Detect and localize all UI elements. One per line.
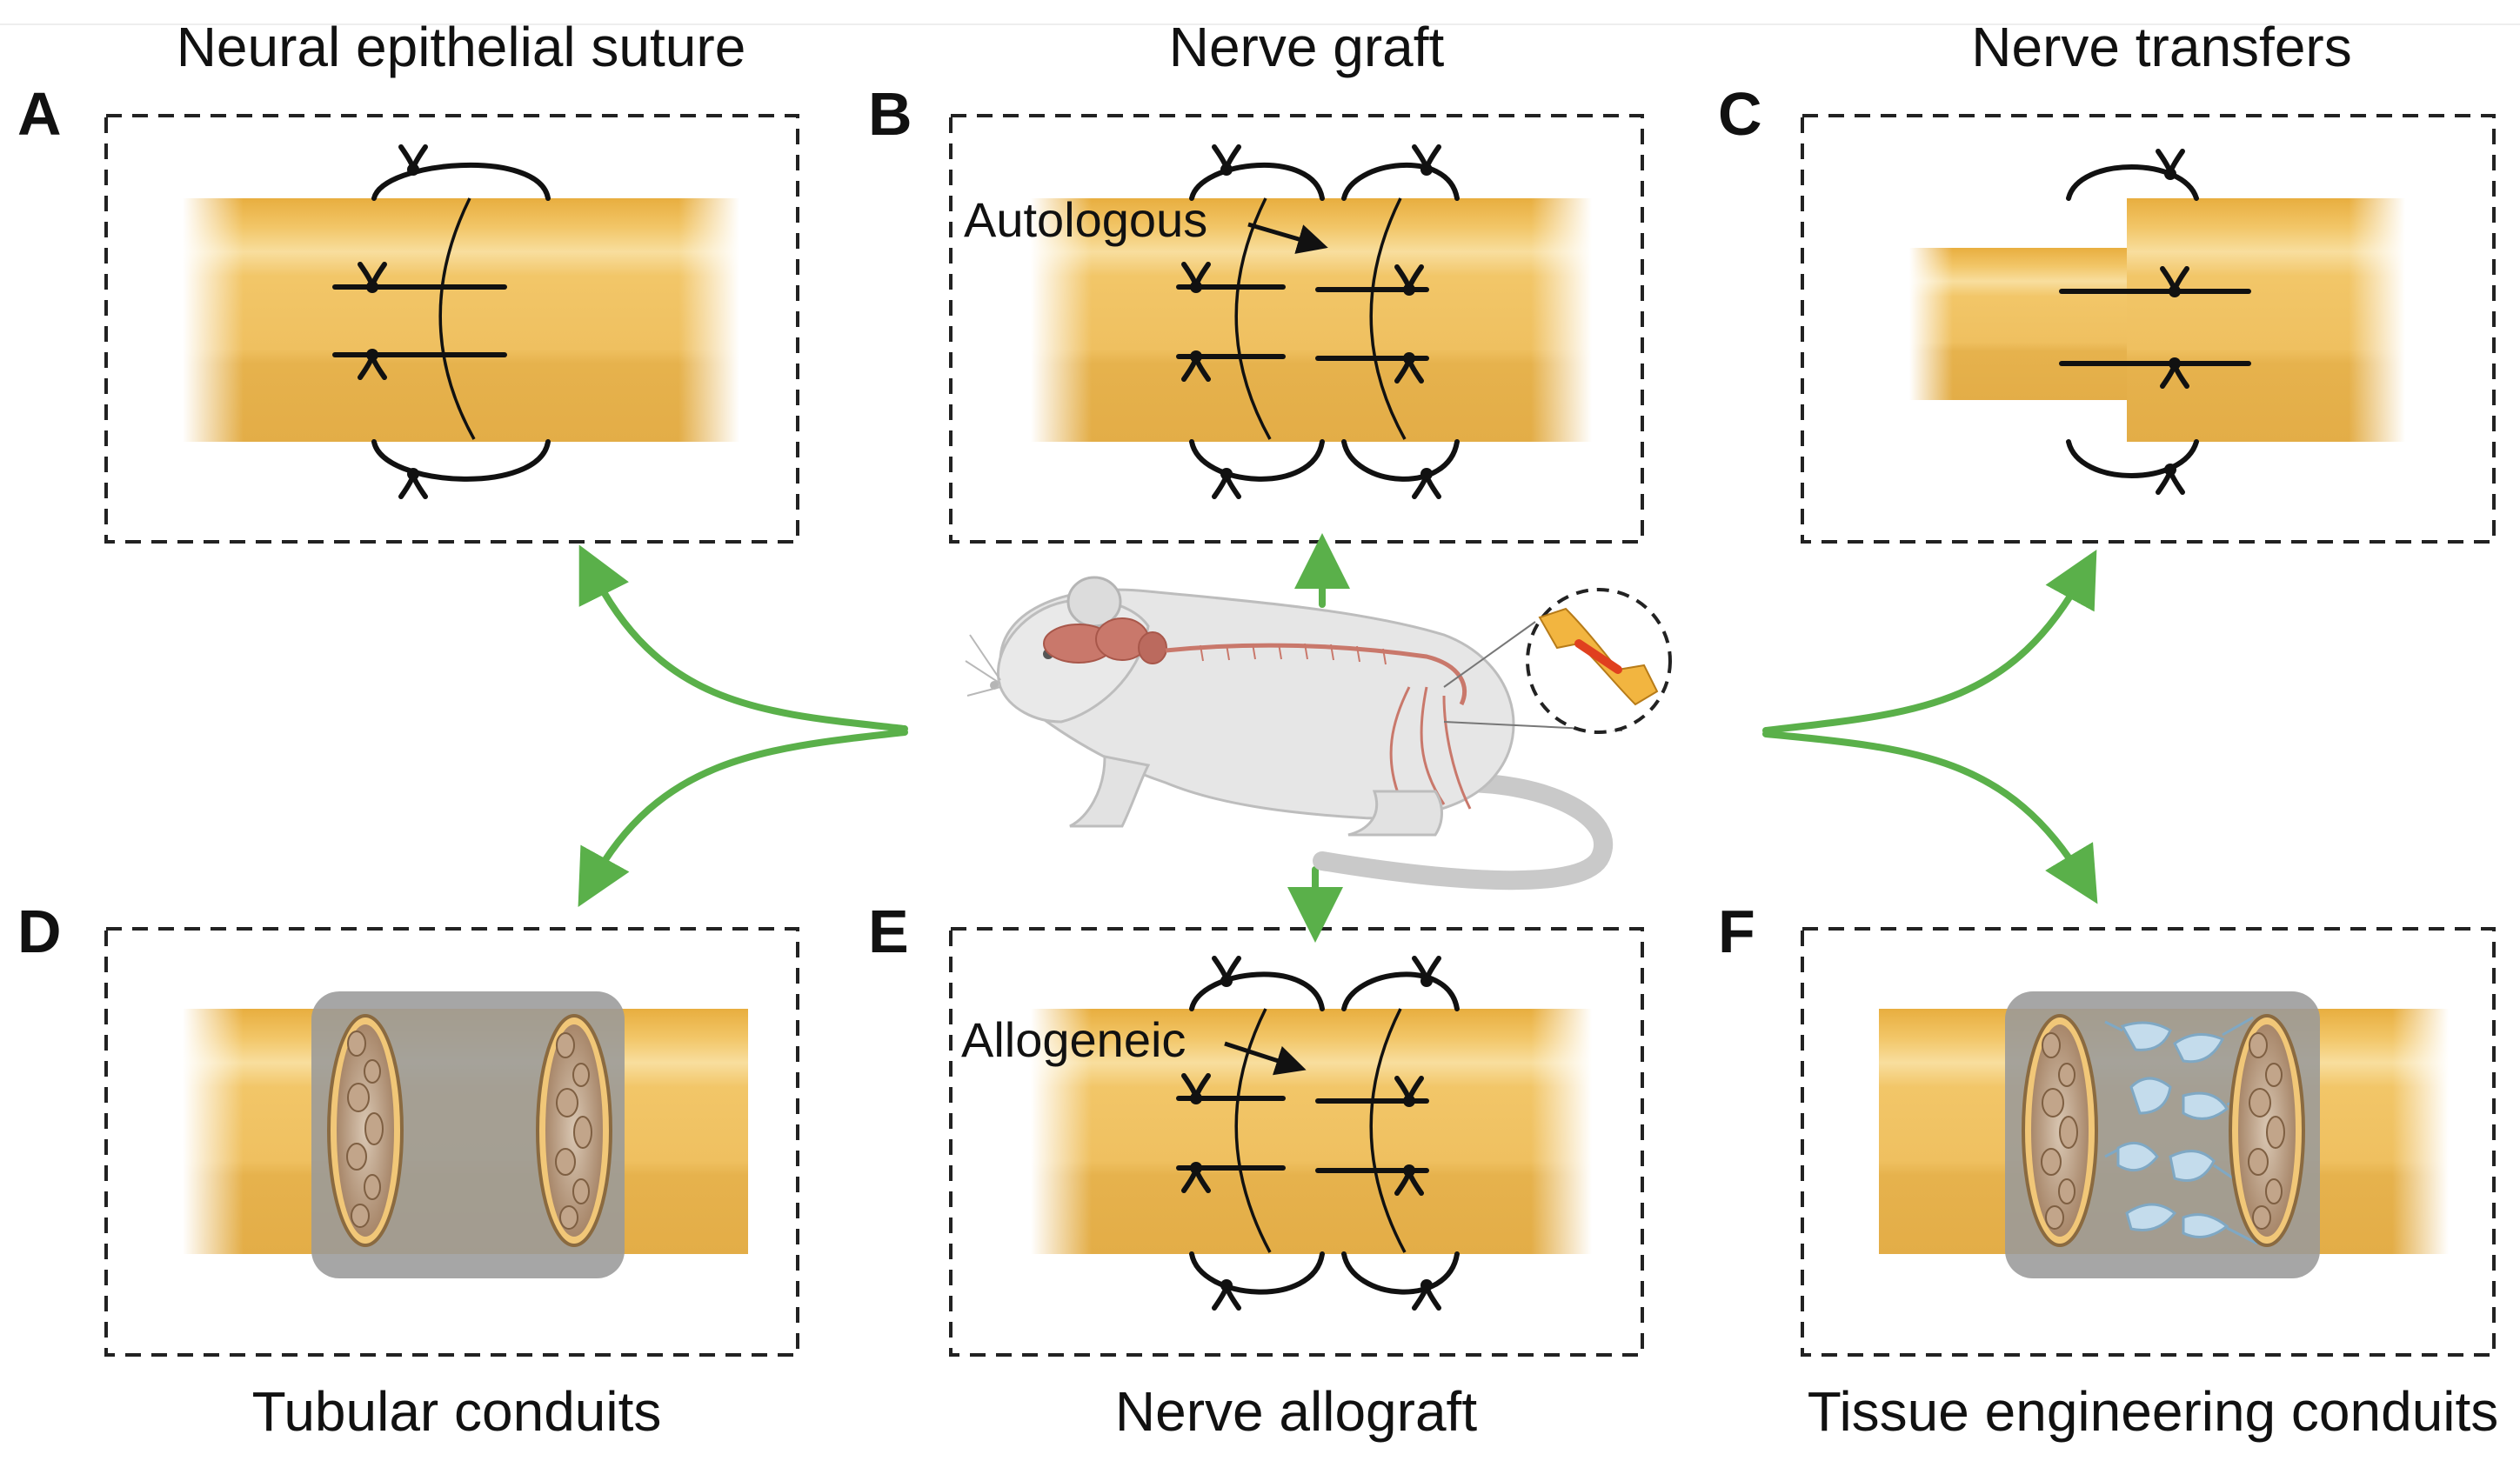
arrow-to-panel-a [578, 544, 908, 732]
panel-f-letter: F [1718, 897, 1755, 965]
nerve-cross-section-right [536, 1014, 612, 1247]
panel-f-title: Tissue engineering conduits [1808, 1380, 2499, 1443]
nerve-cut-line [438, 197, 476, 440]
nerve-cross-section-left [2022, 1014, 2098, 1247]
panel-c-title: Nerve transfers [1971, 16, 2351, 78]
green-arrows [578, 533, 2098, 943]
suture-loop [2066, 164, 2199, 201]
pointer-arrow [1224, 1041, 1307, 1076]
panel-d-letter: D [17, 897, 62, 965]
panel-f-frame [1801, 927, 2496, 1357]
nerve-segment [1031, 1009, 1592, 1254]
panel-b-title: Nerve graft [1169, 16, 1445, 78]
suture-loop [1189, 163, 1325, 201]
arrow-to-panel-c [1762, 549, 2097, 734]
suture-loop [1341, 439, 1460, 482]
panel-c-letter: C [1718, 80, 1762, 148]
panel-e-title: Nerve allograft [1115, 1380, 1477, 1443]
panel-c-frame [1801, 114, 2496, 544]
epineurial-suture-bottom [371, 439, 551, 482]
donor-nerve [1909, 248, 2136, 400]
brain-icon [1043, 617, 1167, 664]
panel-b-letter: B [868, 80, 912, 148]
nerve-cut-line [1369, 197, 1407, 440]
panel-a [104, 114, 799, 544]
nerve-cross-section-left [327, 1014, 404, 1247]
schwann-cells [2104, 1016, 2258, 1245]
nerve-cross-section-right [2229, 1014, 2305, 1247]
suture-loop [2066, 439, 2199, 478]
panel-e: Allogeneic [949, 927, 1644, 1357]
nerve-injury-magnifier-icon [1443, 588, 1672, 734]
arrow-to-panel-f [1762, 730, 2098, 904]
panel-e-letter: E [868, 897, 909, 965]
panel-d-title: Tubular conduits [252, 1380, 662, 1443]
pointer-arrow [1247, 222, 1328, 254]
nerve-cut-line [1234, 1008, 1272, 1253]
panel-d [104, 927, 799, 1357]
autologous-label: Autologous [964, 192, 1207, 247]
suture-loop [1341, 162, 1460, 201]
panel-a-frame [104, 114, 799, 544]
panel-b: Autologous [949, 114, 1644, 544]
panel-a-title: Neural epithelial suture [177, 16, 746, 78]
panel-d-frame [104, 927, 799, 1357]
recipient-nerve [2127, 198, 2405, 442]
panel-f [1801, 927, 2496, 1357]
allogeneic-label: Allogeneic [961, 1012, 1186, 1067]
nerve-cut-line [1369, 1008, 1407, 1253]
panel-a-letter: A [17, 80, 62, 148]
epineurial-suture-top [371, 162, 551, 201]
nerve-segment [1031, 198, 1592, 442]
nerve-segment [183, 198, 739, 442]
panel-c [1801, 114, 2496, 544]
mouse-illustration [965, 576, 1613, 891]
suture-loop [1189, 439, 1325, 482]
nerve-cut-line [1234, 197, 1272, 440]
arrow-to-panel-d [578, 729, 908, 908]
